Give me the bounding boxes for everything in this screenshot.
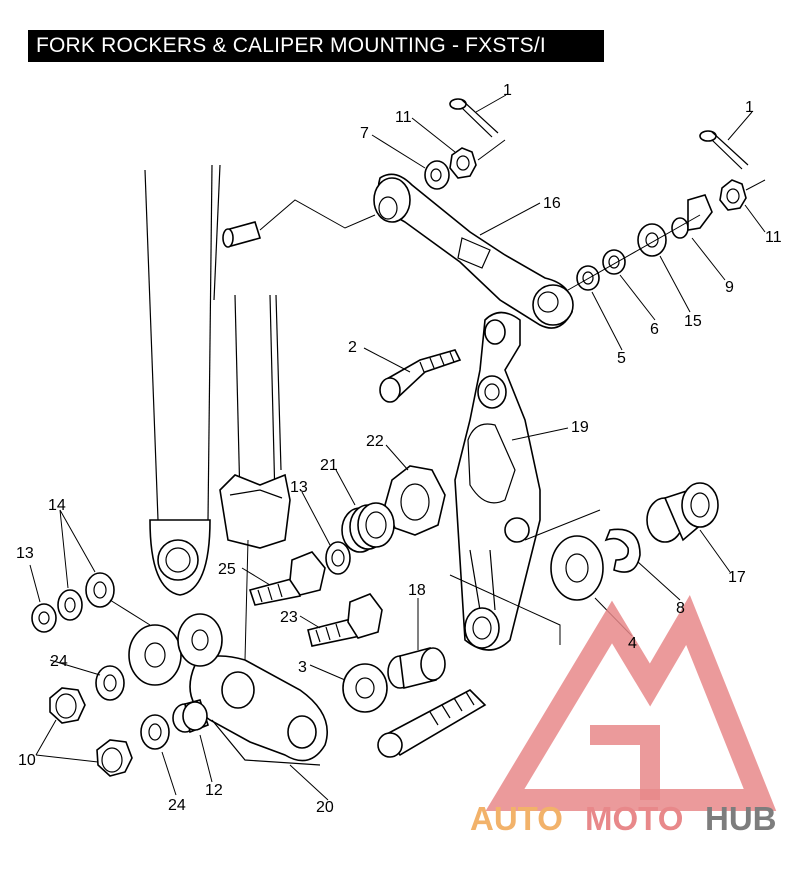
callout-8: 8 <box>676 600 685 617</box>
callout-22: 22 <box>366 433 384 450</box>
axis-line-right <box>567 214 701 291</box>
callout-1-b: 1 <box>745 99 754 116</box>
callout-9: 9 <box>725 279 734 296</box>
part-10-acorn-nut-b <box>96 739 133 777</box>
part-11-nut-a <box>449 139 506 179</box>
lower-bolt <box>377 689 487 758</box>
fork-leg-right <box>219 294 291 549</box>
callout-11-a: 11 <box>395 109 412 126</box>
part-16-link-rod <box>373 173 574 329</box>
callout-15: 15 <box>684 313 702 330</box>
part-1-cotter-pin-a <box>449 98 499 138</box>
part-4-washer <box>550 535 604 601</box>
part-13-washer-b <box>31 603 57 633</box>
callout-2: 2 <box>348 339 357 356</box>
callout-19: 19 <box>571 419 589 436</box>
callout-13-a: 13 <box>290 479 308 496</box>
callout-3: 3 <box>298 659 307 676</box>
watermark-auto: AUTO <box>470 800 563 837</box>
callout-23: 23 <box>280 609 298 626</box>
axis-line-mid <box>524 509 601 541</box>
callout-16: 16 <box>543 195 561 212</box>
part-2-bolt <box>379 349 462 403</box>
axis-line-bracket <box>449 574 561 645</box>
axis-line-fork <box>244 539 249 661</box>
part-19-caliper-bracket <box>454 311 541 651</box>
part-13-washer-a <box>325 541 351 575</box>
callout-13-b: 13 <box>16 545 34 562</box>
axis-line-left <box>109 599 151 626</box>
leader-lines <box>29 94 766 801</box>
callout-4: 4 <box>628 635 637 652</box>
part-17-bushing <box>646 482 719 543</box>
callout-20: 20 <box>316 799 334 816</box>
part-8-clip <box>604 528 641 573</box>
watermark-moto: MOTO <box>585 800 683 837</box>
callout-24-b: 24 <box>168 797 186 814</box>
callout-17: 17 <box>728 569 746 586</box>
callout-labels: 1 1 7 11 16 11 9 15 6 5 2 19 22 21 13 14… <box>16 82 782 816</box>
callout-6: 6 <box>650 321 659 338</box>
callout-1-a: 1 <box>503 82 512 99</box>
callout-12: 12 <box>205 782 223 799</box>
watermark-logo: AUTO MOTO HUB <box>470 595 777 837</box>
part-10-acorn-nut-a <box>49 687 86 724</box>
callout-14: 14 <box>48 497 66 514</box>
part-14-washer-a <box>85 572 115 608</box>
part-23-bolt <box>307 593 383 647</box>
fork-leg-left <box>144 164 221 596</box>
part-20-rocker-plate <box>189 655 329 766</box>
part-24-washer-b <box>140 714 170 750</box>
callout-25: 25 <box>218 561 236 578</box>
part-6-washer <box>602 249 626 275</box>
callout-5: 5 <box>617 350 626 367</box>
callout-21: 21 <box>320 457 338 474</box>
watermark-hub: HUB <box>705 800 777 837</box>
part-21-spring <box>341 502 395 553</box>
callout-10: 10 <box>18 752 36 769</box>
left-rocker-bushing <box>128 613 223 686</box>
part-24-washer-a <box>95 665 125 701</box>
part-1-cotter-pin-b <box>699 130 749 170</box>
callout-18: 18 <box>408 582 426 599</box>
part-25-bolt <box>248 551 326 606</box>
part-14-washer-b <box>57 589 83 621</box>
callout-11-b: 11 <box>765 229 782 246</box>
part-11-nut-b <box>719 179 766 211</box>
part-12-bushing <box>172 699 209 734</box>
part-7-washer <box>424 160 450 190</box>
callout-24-a: 24 <box>50 653 68 670</box>
fork-leg-pin <box>222 199 376 248</box>
part-18-sleeve <box>387 647 446 689</box>
callout-7: 7 <box>360 125 369 142</box>
part-15-washer <box>637 223 667 257</box>
part-3-washer <box>342 663 388 713</box>
part-9-spacer <box>671 194 713 239</box>
part-5-washer <box>576 265 600 291</box>
page-title: FORK ROCKERS & CALIPER MOUNTING - FXSTS/… <box>28 30 604 62</box>
